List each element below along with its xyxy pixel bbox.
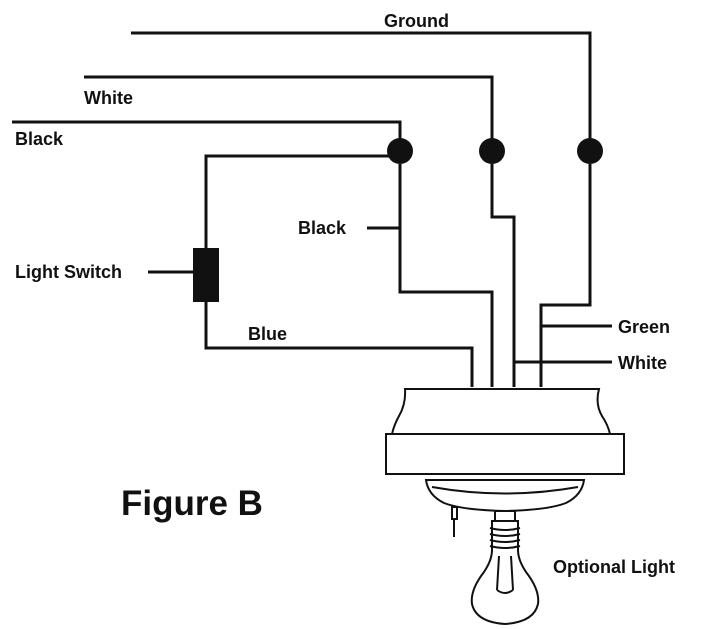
white-supply-wire: [84, 75, 494, 140]
green-label: Green: [618, 317, 670, 337]
white-supply-label: White: [84, 88, 133, 108]
green-fixture-wire: [539, 164, 592, 387]
light-bulb: [470, 520, 540, 626]
pull-chain-body: [451, 506, 458, 520]
light-kit-housing: [424, 479, 586, 513]
black-fixture-wire: [398, 164, 494, 387]
optional-light-label: Optional Light: [553, 557, 675, 577]
white-wire-nut: [479, 138, 505, 164]
white-fixture-wire: [490, 164, 516, 387]
bulb-filament: [496, 555, 514, 594]
black-wire-nut: [387, 138, 413, 164]
bulb-thread-1: [489, 527, 521, 531]
white-fixture-label: White: [618, 353, 667, 373]
ground-label: Ground: [384, 11, 449, 31]
light-switch: [193, 248, 219, 302]
figure-title: Figure B: [121, 484, 263, 523]
light-switch-label: Light Switch: [15, 262, 122, 282]
ground-wire-nut: [577, 138, 603, 164]
bulb-thread-4: [489, 545, 521, 549]
black-supply-wire: [12, 120, 402, 140]
bulb-thread-2: [489, 533, 521, 537]
ground-supply-wire: [131, 31, 592, 140]
switch-loop-wire: [204, 154, 390, 248]
fixture-canopy: [390, 388, 612, 435]
light-kit-inner: [431, 486, 579, 495]
bulb-socket: [494, 510, 516, 522]
black-tap-label: Black: [298, 218, 347, 238]
bulb-thread-3: [489, 539, 521, 543]
black-supply-label: Black: [15, 129, 64, 149]
blue-label: Blue: [248, 324, 287, 344]
blue-wire: [204, 302, 474, 387]
fixture-base: [385, 433, 625, 475]
